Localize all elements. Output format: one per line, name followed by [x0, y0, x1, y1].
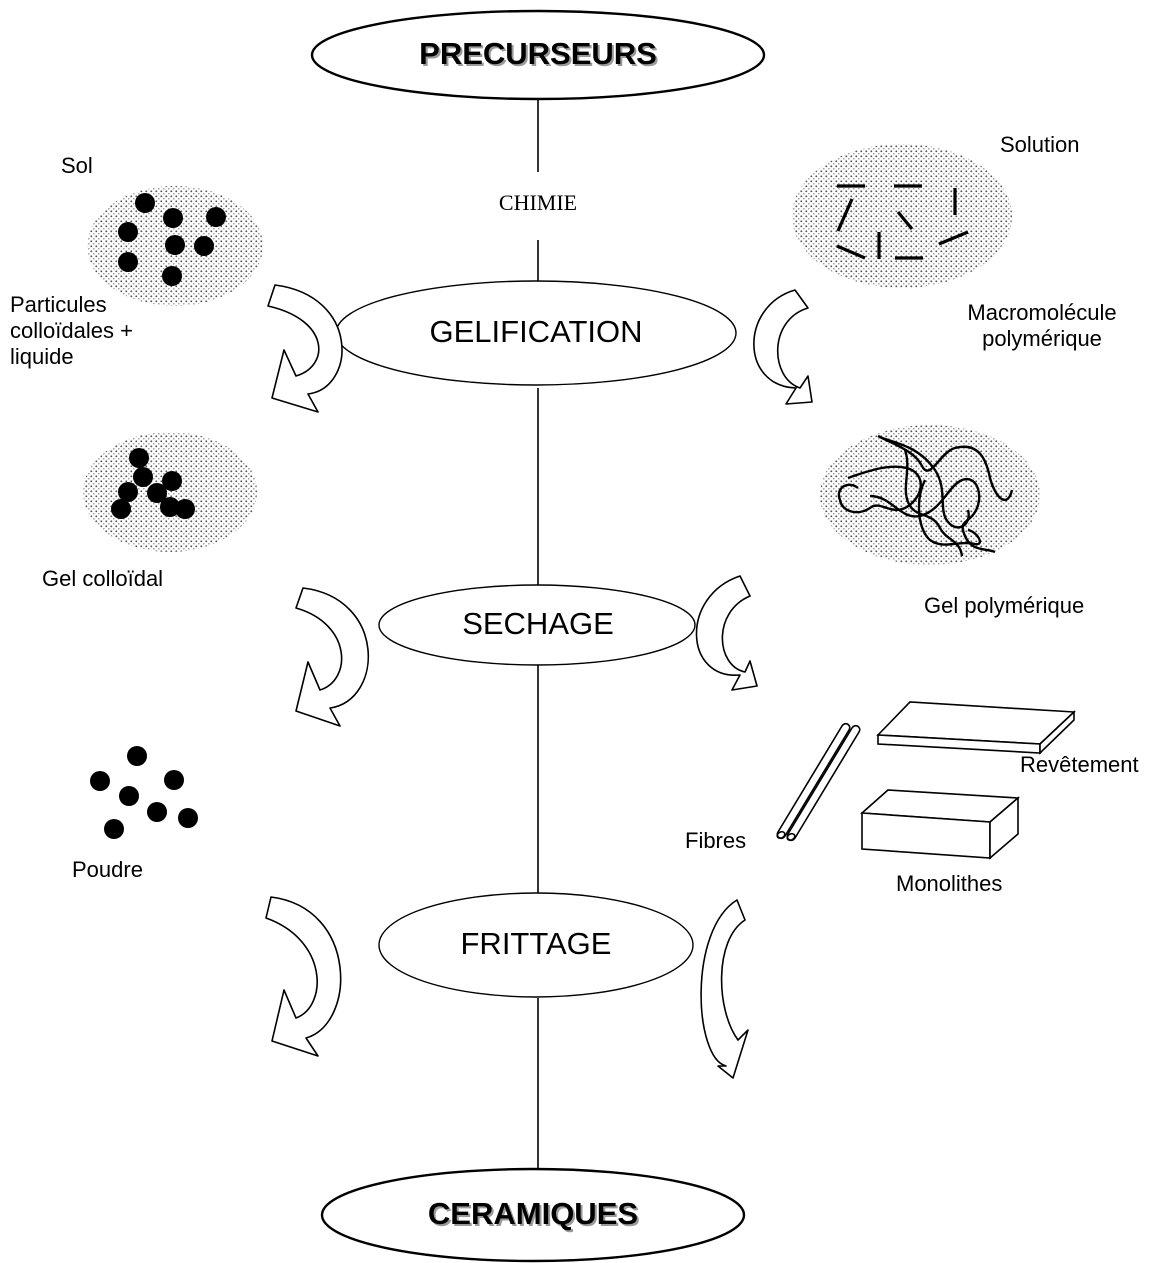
gel-polymerique-label: Gel polymérique [924, 593, 1085, 618]
arrow-right-gelification [753, 289, 813, 405]
precurseurs-title: PRECURSEURS [419, 36, 657, 71]
gelification-label: GELIFICATION [429, 314, 643, 349]
arrow-right-sechage [695, 575, 758, 691]
gel-colloidal-illustration [83, 432, 257, 552]
macromolecule-label: Macromolécule polymérique [967, 300, 1117, 351]
left-curved-arrows [265, 284, 370, 1057]
monolithes-label: Monolithes [896, 871, 1003, 896]
poudre-illustration [90, 746, 198, 839]
revetement-illustration [876, 701, 1076, 755]
sol-illustration [87, 186, 263, 306]
chimie-label: CHIMIE [498, 190, 578, 215]
right-curved-arrows [695, 289, 813, 1079]
arrow-left-gelification [267, 284, 343, 413]
monolithes-illustration [860, 789, 1021, 860]
solution-label: Solution [1000, 132, 1080, 157]
sechage-oval [378, 584, 696, 666]
ceramiques-oval [320, 1167, 746, 1263]
solution-illustration [792, 144, 1012, 288]
particules-label: Particules colloïdales + liquide [10, 292, 133, 369]
poudre-label: Poudre [72, 857, 143, 882]
sol-label: Sol [61, 153, 93, 178]
frittage-label: FRITTAGE [460, 926, 612, 961]
arrow-right-frittage [700, 899, 749, 1079]
revetement-label: Revêtement [1020, 752, 1139, 777]
frittage-oval [378, 892, 694, 998]
sechage-label: SECHAGE [462, 606, 614, 641]
precurseurs-oval [310, 9, 766, 101]
fibres-illustration [776, 722, 861, 842]
fibres-label: Fibres [685, 828, 747, 853]
gel-colloidal-label: Gel colloïdal [42, 566, 164, 591]
ceramiques-title: CERAMIQUES [427, 1196, 639, 1231]
arrow-left-sechage [295, 587, 370, 727]
gel-polymerique-illustration [820, 425, 1040, 565]
arrow-left-frittage [265, 896, 342, 1057]
